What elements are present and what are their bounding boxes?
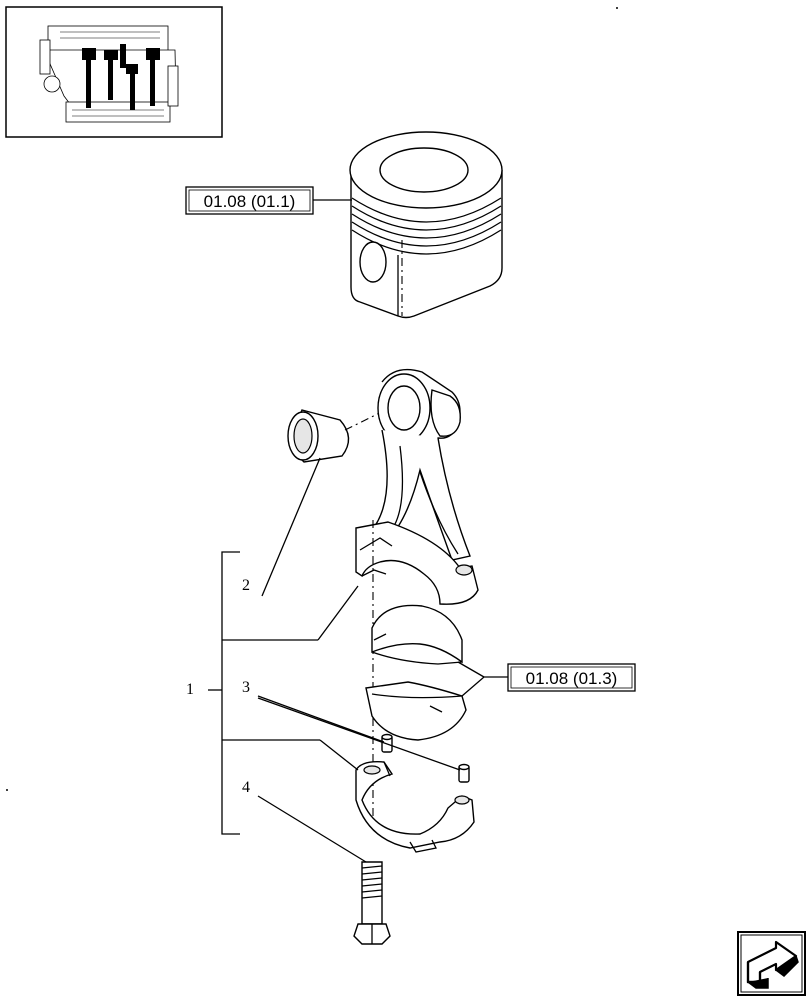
bearing-shells-reference-label: 01.08 (01.3) <box>526 669 618 688</box>
pin-leader-line-2 <box>257 697 461 771</box>
engine-thumbnail-icon <box>5 6 223 138</box>
small-end-bush-drawing <box>287 409 350 463</box>
bearing-leader-line <box>461 676 508 697</box>
pin-leader-line-1 <box>257 695 385 743</box>
piston-reference-link[interactable]: 01.08 (01.1) <box>185 186 314 215</box>
big-end-cap-drawing <box>355 760 475 853</box>
callout-3: 3 <box>242 679 250 696</box>
bolt-drawing <box>353 861 391 945</box>
piston-drawing <box>349 131 503 319</box>
connecting-rod-drawing <box>355 368 479 605</box>
bearing-shells-drawing <box>365 604 467 741</box>
callout-1: 1 <box>186 681 194 698</box>
bolt-leader-line <box>257 795 367 863</box>
callout-2: 2 <box>242 577 250 594</box>
bush-leader-line <box>261 457 321 597</box>
next-page-arrow-icon[interactable] <box>737 931 806 996</box>
bearing-shells-reference-link[interactable]: 01.08 (01.3) <box>507 663 636 692</box>
bearing-leader-line-upper <box>457 661 485 678</box>
callout-4: 4 <box>242 779 250 796</box>
assembly-bracket <box>208 551 359 835</box>
piston-reference-label: 01.08 (01.1) <box>204 192 296 211</box>
